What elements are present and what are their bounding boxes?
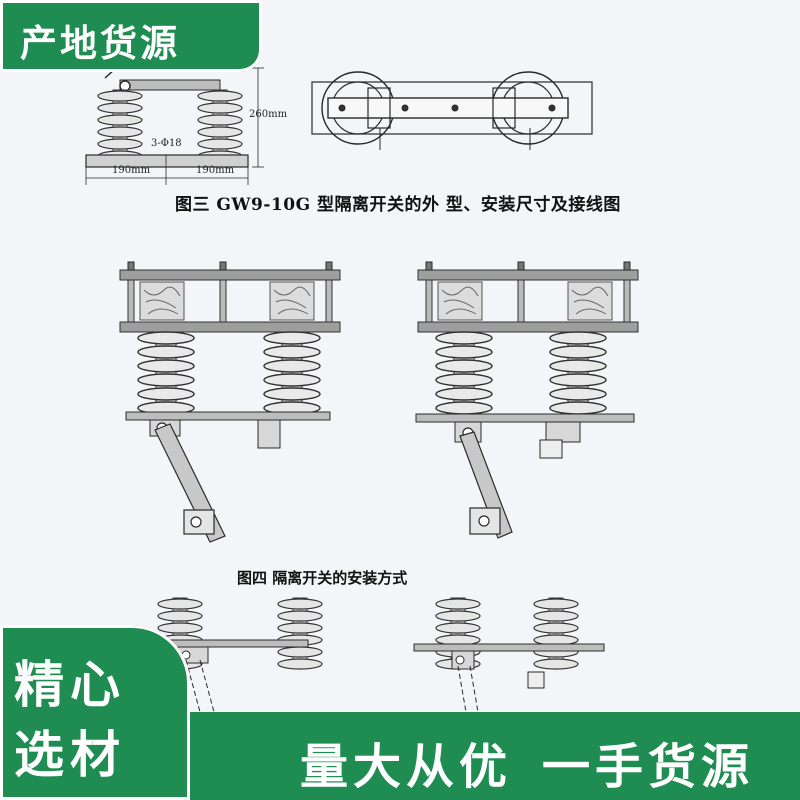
dimension-width-left: 190mm: [112, 165, 151, 176]
bottom-right-assembly: [413, 597, 605, 713]
dimension-holes: 3-Φ18: [151, 138, 182, 149]
promo-banner-text: 量大从优一手货源: [300, 727, 754, 797]
figure4-left-assembly: [119, 261, 341, 543]
promo-text-1: 量大从优: [300, 739, 513, 795]
dimension-width-right: 190mm: [196, 165, 235, 176]
figure3-top-view: [311, 71, 593, 150]
promo-text-2: 一手货源: [542, 739, 755, 795]
figure4-right-assembly: [415, 261, 639, 539]
origin-badge-label: 产地货源: [20, 22, 180, 65]
figure3-caption: 图三 GW9-10G 型隔离开关的外 型、安装尺寸及接线图: [175, 195, 621, 215]
origin-badge: 产地货源: [0, 0, 262, 72]
quality-badge-line1: 精心: [14, 656, 126, 714]
quality-badge: [0, 625, 190, 800]
bottom-left-assembly: [157, 597, 323, 713]
quality-badge-line2: 选材: [14, 726, 126, 784]
dimension-height: 260mm: [249, 109, 288, 120]
figure4-caption: 图四 隔离开关的安装方式: [237, 569, 408, 587]
